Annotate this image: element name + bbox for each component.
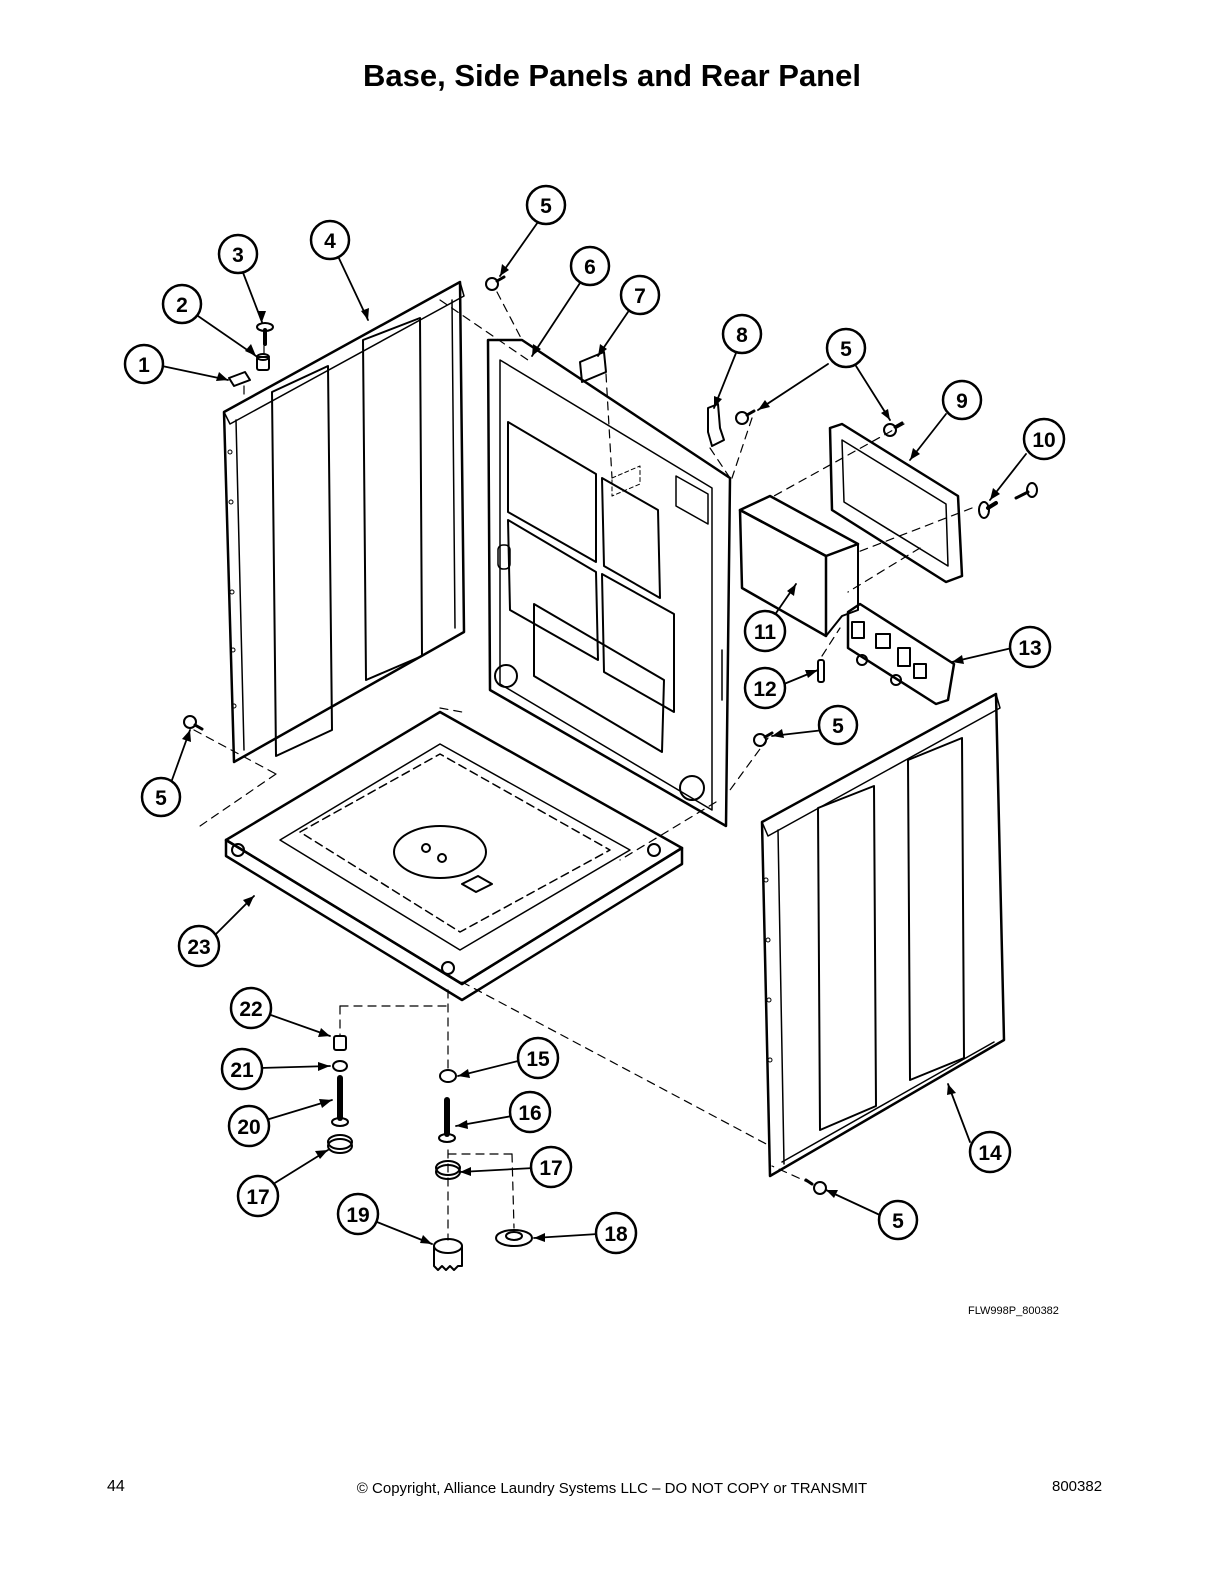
callout-label: 5	[892, 1210, 904, 1233]
screw-part	[256, 322, 274, 346]
page-number: 44	[107, 1478, 125, 1495]
callout-5-bottom: 5	[877, 1199, 919, 1241]
callout-7: 7	[619, 274, 661, 316]
nut-22	[333, 1035, 347, 1051]
copyright-notice: © Copyright, Alliance Laundry Systems LL…	[356, 1480, 868, 1497]
callout-label: 8	[736, 324, 748, 347]
nut-part	[256, 353, 270, 371]
callout-label: 5	[155, 787, 167, 810]
clip-part	[228, 371, 251, 387]
callout-label: 3	[232, 244, 244, 267]
fuse-part	[817, 659, 825, 683]
nut-21	[332, 1060, 348, 1072]
label-part	[579, 351, 641, 497]
callout-10: 10	[1022, 417, 1066, 461]
screw-5-top	[485, 275, 506, 291]
callout-18: 18	[594, 1211, 638, 1255]
bolt-20	[331, 1075, 349, 1127]
callout-8: 8	[721, 313, 763, 355]
callout-20: 20	[227, 1104, 271, 1148]
screw-pair	[978, 482, 1038, 519]
callout-label: 5	[540, 195, 552, 218]
callout-23: 23	[177, 924, 221, 968]
screw-5-mid-b	[883, 421, 904, 437]
base-assembly	[224, 710, 684, 1002]
callout-label: 4	[324, 230, 336, 253]
callout-19: 19	[336, 1192, 380, 1236]
figure-id: FLW998P_800382	[968, 1305, 1059, 1317]
callout-16: 16	[508, 1090, 552, 1134]
screw-5-mid-a	[735, 409, 756, 425]
callout-3: 3	[217, 233, 259, 275]
bracket-part	[707, 403, 725, 447]
assembly-guide-lines	[193, 291, 973, 1241]
callout-label: 10	[1032, 429, 1055, 452]
control-box	[738, 494, 860, 638]
screw-5-left	[183, 715, 204, 731]
callout-label: 5	[832, 715, 844, 738]
callout-label: 12	[753, 678, 776, 701]
callout-label: 20	[237, 1116, 260, 1139]
callout-label: 13	[1018, 637, 1041, 660]
callout-label: 1	[138, 354, 150, 377]
page-title: Base, Side Panels and Rear Panel	[363, 58, 861, 93]
callout-label: 2	[176, 294, 188, 317]
callout-17-right: 17	[529, 1145, 573, 1189]
cap-18	[495, 1229, 533, 1247]
callout-21: 21	[220, 1047, 264, 1091]
callout-label: 7	[634, 285, 646, 308]
callout-22: 22	[229, 986, 273, 1030]
callout-13: 13	[1008, 625, 1052, 669]
callout-6: 6	[569, 245, 611, 287]
callout-17-left: 17	[236, 1174, 280, 1218]
callout-1: 1	[123, 343, 165, 385]
callout-label: 18	[604, 1223, 628, 1246]
left-side-panel	[222, 280, 466, 764]
callout-label: 17	[246, 1186, 269, 1209]
gear-19	[433, 1238, 463, 1271]
callout-14: 14	[968, 1130, 1012, 1174]
callout-label: 11	[754, 621, 777, 644]
nut-15	[439, 1069, 457, 1083]
callout-15: 15	[516, 1036, 560, 1080]
callout-9: 9	[941, 379, 983, 421]
callout-label: 14	[978, 1142, 1002, 1165]
callout-5-right: 5	[817, 704, 859, 746]
callout-label: 17	[539, 1157, 562, 1180]
callout-label: 6	[584, 256, 596, 279]
callout-label: 19	[346, 1204, 369, 1227]
circuit-board	[846, 602, 956, 706]
callout-label: 16	[518, 1102, 541, 1125]
leader-arrowheads	[182, 264, 1000, 1244]
callout-5-mid: 5	[825, 327, 867, 369]
callout-4: 4	[309, 219, 351, 261]
document-number: 800382	[1052, 1478, 1103, 1495]
callout-label: 22	[239, 998, 262, 1021]
rear-panel	[486, 338, 732, 828]
callout-label: 21	[230, 1059, 254, 1082]
cover-plate	[828, 422, 964, 584]
callout-2: 2	[161, 283, 203, 325]
callout-5-top: 5	[525, 184, 567, 226]
callout-5-left: 5	[140, 776, 182, 818]
callout-11: 11	[743, 609, 787, 653]
callout-label: 5	[840, 338, 852, 361]
callout-label: 23	[187, 936, 210, 959]
right-side-panel	[760, 692, 1006, 1178]
callout-12: 12	[743, 666, 787, 710]
callout-label: 15	[526, 1048, 550, 1071]
bolt-16	[438, 1097, 456, 1143]
foot-17-left	[327, 1134, 353, 1154]
callout-label: 9	[956, 390, 968, 413]
